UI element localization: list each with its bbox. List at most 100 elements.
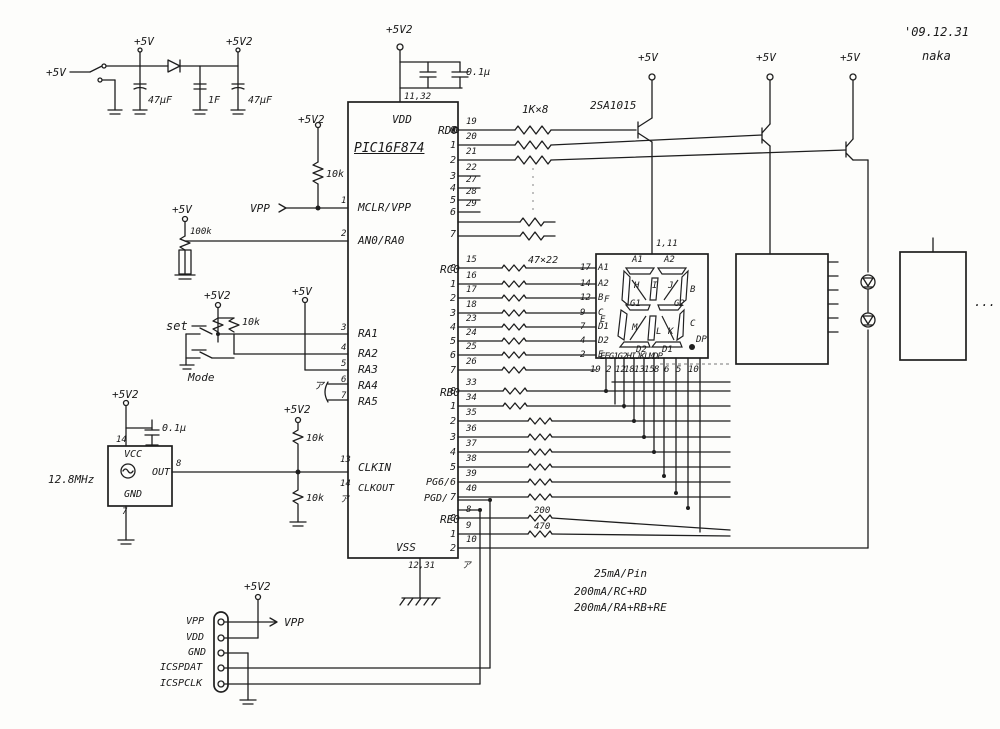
segment-label: A2	[664, 255, 675, 265]
port-pin-number: 8	[466, 505, 472, 515]
supply-label-5v: +5V	[134, 35, 154, 48]
port-pin-number: 17	[466, 285, 477, 295]
clkout-pin-label: CLKOUT	[358, 483, 395, 494]
display-pin-number: 9	[580, 308, 586, 318]
port-pin-number: 20	[466, 132, 477, 142]
display-module-3	[899, 237, 967, 361]
pin-ra3-number: 5	[341, 359, 347, 369]
pg7-label: PGD/	[424, 493, 449, 504]
rc-bus	[457, 264, 597, 374]
pin-ra4-number: 6	[341, 375, 347, 385]
rb-port-label: RB0	[440, 386, 460, 399]
an0-net	[174, 215, 349, 280]
port-pin-number: 15	[466, 255, 477, 265]
clk-resistor-2-value: 10k	[306, 493, 325, 504]
display-pin-number: 2	[580, 350, 586, 360]
rc-resistor-array-label: 47×22	[528, 255, 559, 266]
transistor-3-supply: +5V	[840, 51, 860, 64]
mcu-vdd-label: VDD	[392, 113, 412, 126]
icsp-pin-label: ICSPDAT	[160, 662, 203, 673]
vdd-net	[396, 43, 469, 103]
display-pin-name: C	[598, 308, 604, 318]
osc-frequency: 12.8MHz	[48, 473, 95, 486]
icsp-pin-label: VPP	[186, 616, 205, 627]
icsp-pin-label: VDD	[186, 632, 205, 643]
segment-label: E	[600, 315, 606, 325]
ra1-pin-label: RA1	[358, 327, 378, 340]
ra45-nc-mark: ア	[314, 381, 324, 392]
cap-label-1f: 1F	[208, 95, 221, 106]
port-bit-index: 2	[450, 155, 457, 166]
vdd-cap-label: 0.1μ	[466, 67, 491, 78]
leds	[860, 274, 876, 328]
port-bit-index: 1	[450, 401, 457, 412]
mclr-supply-label: +5V2	[298, 113, 325, 126]
display-common-pins: 1,11	[656, 239, 678, 249]
display-pin-number: 4	[580, 336, 586, 346]
segment-label: B	[690, 285, 696, 295]
osc-pin-vcc: 14	[116, 435, 127, 445]
display-bottom-pin: 8	[654, 365, 660, 375]
re-port-label: RE0	[440, 513, 460, 526]
icsp-supply-label: +5V2	[244, 580, 271, 593]
rb-bus	[457, 387, 731, 510]
display-bottom-pin: 5	[676, 365, 682, 375]
current-note-1: 25mA/Pin	[594, 567, 647, 580]
port-bit-index: 0	[450, 513, 457, 524]
display-pin-name: E	[598, 350, 604, 360]
display-bottom-pin: 10	[688, 365, 699, 375]
display-bottom-pin: 15	[644, 365, 655, 375]
port-pin-number: 16	[466, 271, 477, 281]
clk-resistor-1-value: 10k	[306, 433, 325, 444]
rd-port-label: RD0	[438, 124, 458, 137]
display-bottom-pin: 6	[664, 365, 670, 375]
mcu-body	[347, 101, 459, 559]
segment-label: G1	[630, 299, 641, 309]
display-pin-number: 12	[580, 293, 591, 303]
port-pin-number: 9	[466, 521, 472, 531]
pin-ra1-number: 3	[341, 323, 347, 333]
ra5-pin-label: RA5	[358, 395, 378, 408]
port-bit-index: 1	[450, 529, 457, 540]
supply-label-5v2: +5V2	[226, 35, 253, 48]
osc-gnd-label: GND	[124, 489, 143, 500]
port-pin-number: 25	[466, 342, 477, 352]
pin-mclr-number: 1	[341, 196, 347, 206]
port-bit-index: 5	[450, 336, 457, 347]
segment-label: M	[632, 323, 638, 333]
osc-pin-gnd: 7	[122, 507, 128, 517]
osc-vcc-label: VCC	[124, 449, 143, 460]
transistor-2-supply: +5V	[756, 51, 776, 64]
port-bit-index: 1	[450, 279, 457, 290]
port-pin-number: 27	[466, 175, 477, 185]
port-bit-index: 7	[450, 492, 457, 503]
display-pin-name: A1	[598, 263, 609, 273]
display-bottom-pin: 18	[624, 365, 635, 375]
vpp-input-label: VPP	[250, 202, 270, 215]
segment-label: DP	[696, 335, 707, 345]
nc-bottom-mark: ア	[462, 561, 472, 571]
transistor-part-label: 2SA1015	[590, 99, 637, 112]
osc-cap-label: 0.1μ	[162, 423, 187, 434]
segment-label: D1	[662, 345, 673, 355]
port-bit-index: 3	[450, 308, 457, 319]
an0-supply-label: +5V	[172, 203, 192, 216]
osc-out-label: OUT	[152, 467, 171, 478]
pin-clkout-number: 14	[340, 479, 351, 489]
port-bit-index: 0	[450, 263, 457, 274]
pin-an0-number: 2	[341, 229, 347, 239]
vdd-pin-numbers: 11,32	[404, 92, 432, 102]
segment-label: H	[634, 281, 640, 291]
supply-label-input: +5V	[46, 66, 66, 79]
segment-label: D2	[636, 345, 647, 355]
display-bottom-pin-labels: EFG1G2HIJKLMDP	[600, 352, 663, 362]
mclr-pin-label: MCLR/VPP	[358, 201, 411, 214]
port-bit-index: 6	[450, 207, 457, 218]
re-resistor-200: 200	[534, 506, 551, 516]
segment-label: K	[668, 327, 674, 337]
port-bit-index: 2	[450, 416, 457, 427]
vdd-supply-label: +5V2	[386, 23, 413, 36]
sheet-author: naka	[922, 49, 951, 63]
